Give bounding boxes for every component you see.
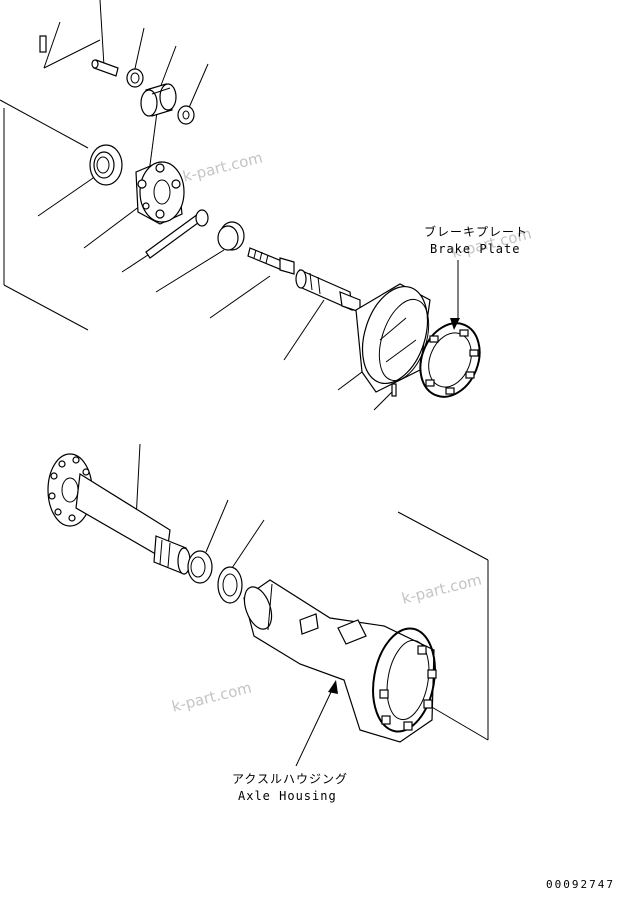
bolt-part — [247, 247, 295, 275]
axle-housing-arrow — [295, 680, 338, 767]
bearing-part — [89, 144, 123, 186]
roller-pin-part — [91, 59, 119, 77]
seal-part — [217, 566, 243, 604]
lower-frame — [397, 511, 489, 741]
axle-bearing-part — [187, 550, 213, 584]
axle-shaft-part — [47, 453, 191, 575]
carrier-part — [135, 161, 185, 225]
brake-plate-part — [419, 322, 481, 398]
upper-leader-lines — [37, 0, 459, 411]
axle-housing-label-en: Axle Housing — [238, 789, 337, 803]
brake-plate-arrow — [450, 318, 460, 330]
upper-frame — [0, 99, 89, 331]
washer-part — [217, 221, 245, 251]
hex-nut-part — [177, 105, 195, 125]
key-part — [391, 383, 397, 397]
brake-ring-part — [355, 283, 431, 393]
lower-leader-lines — [135, 443, 265, 569]
drawing-number: 00092747 — [546, 878, 615, 891]
brake-plate-label-en: Brake Plate — [430, 242, 521, 256]
axle-housing-part — [243, 579, 437, 743]
nut-part — [126, 68, 144, 88]
collar-part — [140, 83, 177, 117]
pin-part — [39, 35, 47, 53]
long-pin-part — [145, 209, 209, 259]
axle-housing-label-jp: アクスルハウジング — [232, 772, 349, 786]
spline-shaft-part — [295, 269, 361, 313]
brake-plate-label-jp: ブレーキプレート — [424, 225, 529, 239]
